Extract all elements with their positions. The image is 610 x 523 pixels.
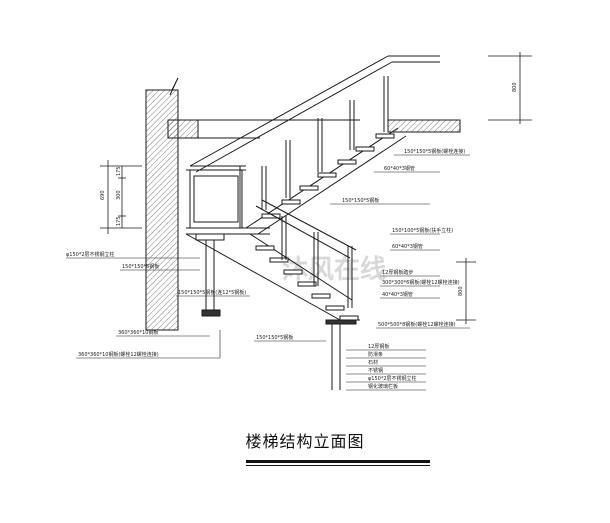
- upper-flight-stringer: [189, 55, 440, 235]
- callout-right-6: 300*300*6钢板(螺栓12螺栓连接): [382, 279, 460, 286]
- mid-landing: [186, 227, 270, 317]
- title-underline-thick: [246, 460, 430, 463]
- callout-left-4: 360*360*10钢板(螺栓12螺栓连接): [78, 351, 159, 358]
- callout-bottom-5: 钢化玻璃栏板: [368, 383, 398, 390]
- leader-lines: [66, 154, 470, 391]
- base-posts: [325, 319, 357, 390]
- callout-bottom-4: φ150*2层不锈钢立柱: [368, 375, 417, 382]
- dim-left-a: 175: [116, 166, 122, 176]
- drawing-title: 楼梯结构立面图: [245, 432, 365, 451]
- dimension-labels: 800 690 175 300 175 800: [100, 82, 518, 296]
- lower-flight-treads: [255, 245, 359, 321]
- callouts-bottom: 12厚钢板 防滑条 石材 不锈钢 φ150*2层不锈钢立柱 钢化玻璃栏板: [368, 343, 417, 390]
- callout-right-3: 150*100*5钢板(扶手立柱): [392, 227, 453, 234]
- callout-bottom-3: 不锈钢: [368, 367, 383, 374]
- callout-bottom-2: 石材: [368, 359, 378, 366]
- callout-right-2: 150*150*5钢板: [342, 197, 379, 204]
- callout-right-9: 150*150*5钢板: [256, 334, 293, 341]
- dim-left-b: 300: [116, 190, 122, 200]
- left-column: [145, 77, 179, 331]
- callout-bottom-1: 防滑条: [368, 351, 383, 358]
- dim-right-mid: 800: [458, 286, 464, 296]
- title-underline-thin: [246, 465, 430, 466]
- callouts-right: 150*150*5钢板(螺栓连接) 60*40*3钢管 150*150*5钢板 …: [256, 148, 465, 341]
- callout-left-0: φ150*2层不锈钢立柱: [66, 251, 115, 258]
- callout-right-5: 12厚钢板踏步: [382, 269, 413, 276]
- callout-right-1: 60*40*3钢管: [384, 165, 415, 172]
- callout-left-1: 150*150*5钢板: [122, 263, 159, 270]
- callout-left-2: 150*150*5钢板(连12*5钢板): [178, 289, 246, 296]
- landing-guardrail: [186, 165, 246, 229]
- callout-right-0: 150*150*5钢板(螺栓连接): [404, 148, 465, 155]
- callout-right-7: 40*40*3钢管: [382, 291, 413, 298]
- callout-right-4: 60*40*3钢管: [392, 243, 423, 250]
- callouts-left: φ150*2层不锈钢立柱 150*150*5钢板 150*150*5钢板(连12…: [66, 251, 246, 358]
- dim-left-total: 690: [100, 190, 106, 200]
- dim-left-c: 175: [116, 216, 122, 226]
- lower-flight-balusters: [281, 216, 353, 308]
- upper-floor-slab: [167, 119, 461, 139]
- callout-right-8: 500*500*8钢板(螺栓12螺栓连接): [378, 321, 456, 328]
- dimension-lines: [100, 52, 532, 324]
- upper-flight-treads: [261, 133, 395, 219]
- callout-bottom-0: 12厚钢板: [368, 343, 389, 350]
- upper-flight-balusters: [261, 76, 389, 210]
- dim-top-right: 800: [512, 82, 518, 92]
- callout-left-3: 360*360*10钢板: [118, 329, 158, 336]
